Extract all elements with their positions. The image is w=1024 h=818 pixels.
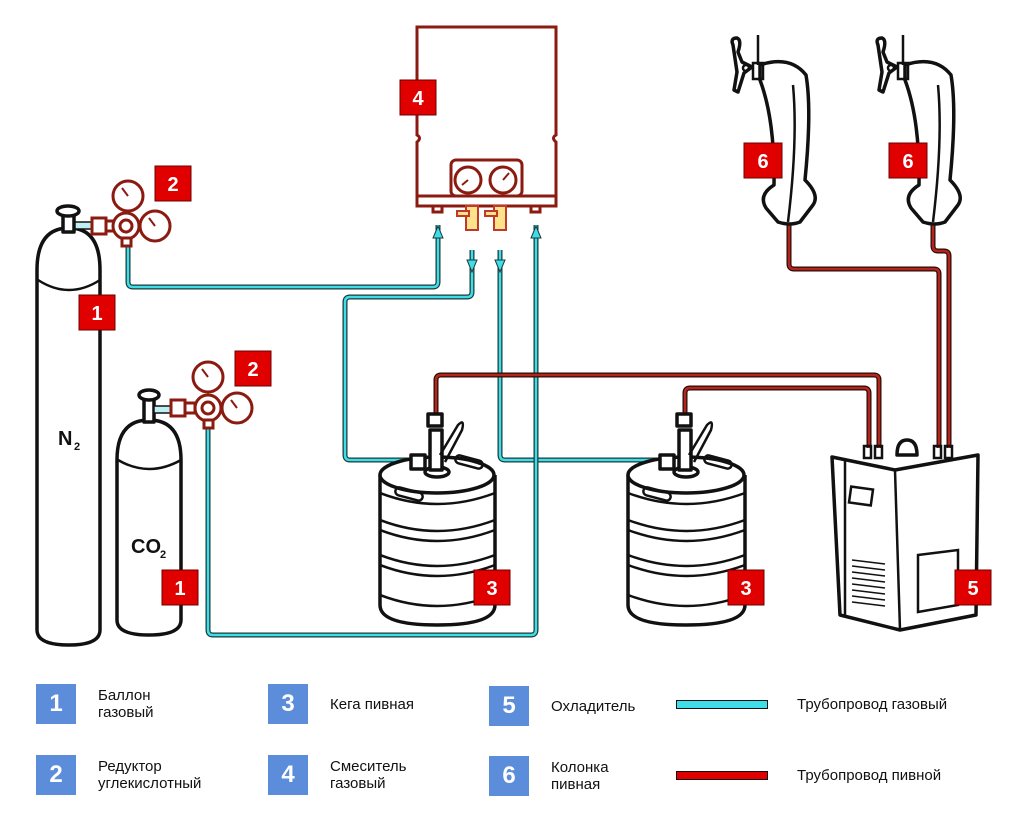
beer-pipe-cooler-to-tap1-fill — [787, 222, 941, 448]
gas-pipes — [125, 224, 665, 638]
legend-label-line1: Кега пивная — [330, 695, 414, 713]
legend-item-4: 4 Смеситель газовый — [268, 755, 470, 795]
gas-mixer — [415, 25, 558, 231]
gas-pipe-mixer-to-keg1 — [342, 250, 475, 463]
legend-label: Колонка пивная — [551, 759, 691, 793]
legend-item-6: 6 Колонка пивная — [489, 756, 691, 796]
gas-pipe-n2-to-mixer — [125, 225, 441, 290]
legend-badge: 4 — [268, 755, 308, 795]
svg-text:1: 1 — [174, 578, 185, 600]
legend-label: Баллон газовый — [98, 687, 238, 721]
n2-cylinder: N 2 — [35, 204, 102, 647]
gas-pipe-co2-to-mixer-fill — [206, 225, 538, 637]
svg-text:2: 2 — [167, 174, 178, 196]
svg-text:6: 6 — [902, 151, 913, 173]
n2-label: N — [58, 428, 72, 450]
beer-pipe-keg2-to-cooler — [682, 385, 872, 448]
badge-regulator-co2: 2 — [234, 350, 272, 387]
legend-beer-pipe-label: Трубопровод пивной — [797, 767, 942, 784]
badge-cylinder-n2: 1 — [78, 294, 116, 331]
legend-label-line1: Колонка — [551, 759, 609, 776]
co2-label-subscript: 2 — [160, 549, 166, 561]
svg-text:4: 4 — [412, 88, 424, 110]
beer-pipe-keg2-to-cooler-fill — [683, 386, 871, 448]
svg-text:2: 2 — [247, 359, 258, 381]
legend: 1 Баллон газовый 2 Редуктор углекислотны… — [0, 660, 1024, 818]
badge-tap-1: 6 — [743, 142, 783, 179]
keg-1 — [378, 412, 497, 627]
beer-tap-1 — [730, 35, 817, 226]
badge-mixer: 4 — [399, 79, 437, 116]
legend-item-3: 3 Кега пивная — [268, 684, 470, 724]
svg-text:3: 3 — [740, 578, 751, 600]
legend-label-line2: пивная — [551, 776, 601, 793]
legend-item-1: 1 Баллон газовый — [36, 684, 238, 724]
beer-pipes — [433, 222, 952, 448]
legend-label: Охладитель — [551, 698, 691, 715]
legend-label: Смеситель газовый — [330, 758, 470, 792]
legend-label-line2: газовый — [330, 775, 386, 792]
legend-label-line1: Редуктор — [98, 758, 162, 775]
gas-pipe-mixer-to-keg1-fill — [343, 250, 474, 462]
svg-text:5: 5 — [967, 578, 978, 600]
svg-text:1: 1 — [91, 303, 102, 325]
legend-label-line2: газовый — [98, 704, 154, 721]
legend-label-line1: Охладитель — [551, 697, 636, 715]
legend-label: Кега пивная — [330, 696, 470, 713]
beer-pipe-cooler-to-tap1 — [786, 222, 942, 448]
beer-pipe-keg1-to-cooler-fill — [434, 373, 881, 448]
regulator-n2 — [74, 179, 172, 248]
keg-2 — [626, 412, 747, 627]
legend-badge: 5 — [489, 686, 529, 726]
legend-beer-pipe-swatch — [676, 771, 768, 780]
badge-tap-2: 6 — [888, 142, 928, 179]
badge-keg-1: 3 — [473, 569, 511, 606]
beer-pipe-cooler-to-tap2-fill — [931, 222, 951, 448]
cooler-vent-grille — [851, 559, 886, 607]
gas-pipe-mixer-to-keg2-fill — [498, 250, 665, 462]
badge-cylinder-co2: 1 — [161, 569, 199, 606]
legend-item-2: 2 Редуктор углекислотный — [36, 755, 238, 795]
badges: 1 1 2 2 4 3 3 5 — [78, 79, 992, 606]
arrow-down-icon — [494, 259, 506, 274]
legend-label-line1: Баллон — [98, 687, 151, 704]
gas-pipe-n2-to-mixer-fill — [126, 225, 440, 289]
svg-text:6: 6 — [757, 151, 768, 173]
gas-pipe-mixer-to-keg2 — [497, 250, 665, 463]
co2-label: CO — [131, 536, 161, 558]
svg-text:3: 3 — [486, 578, 497, 600]
badge-regulator-n2: 2 — [154, 165, 192, 202]
beer-system-diagram: N 2 CO 2 — [35, 25, 992, 647]
arrow-up-icon — [432, 224, 444, 239]
cooler — [830, 438, 980, 632]
legend-badge: 3 — [268, 684, 308, 724]
badge-keg-2: 3 — [727, 569, 765, 606]
legend-gas-pipe-swatch — [676, 700, 768, 709]
legend-badge: 1 — [36, 684, 76, 724]
badge-cooler: 5 — [954, 569, 992, 606]
arrow-down-icon — [466, 259, 478, 274]
legend-badge: 6 — [489, 756, 529, 796]
legend-gas-pipe-label: Трубопровод газовый — [797, 696, 948, 713]
beer-tap-2 — [875, 35, 962, 226]
regulator-co2 — [153, 360, 254, 430]
legend-item-5: 5 Охладитель — [489, 686, 691, 726]
arrow-up-icon — [530, 224, 542, 239]
n2-label-subscript: 2 — [74, 441, 80, 453]
legend-label: Редуктор углекислотный — [98, 758, 238, 792]
legend-label-line2: углекислотный — [98, 775, 202, 792]
legend-badge: 2 — [36, 755, 76, 795]
legend-label-line1: Смеситель — [330, 758, 407, 775]
